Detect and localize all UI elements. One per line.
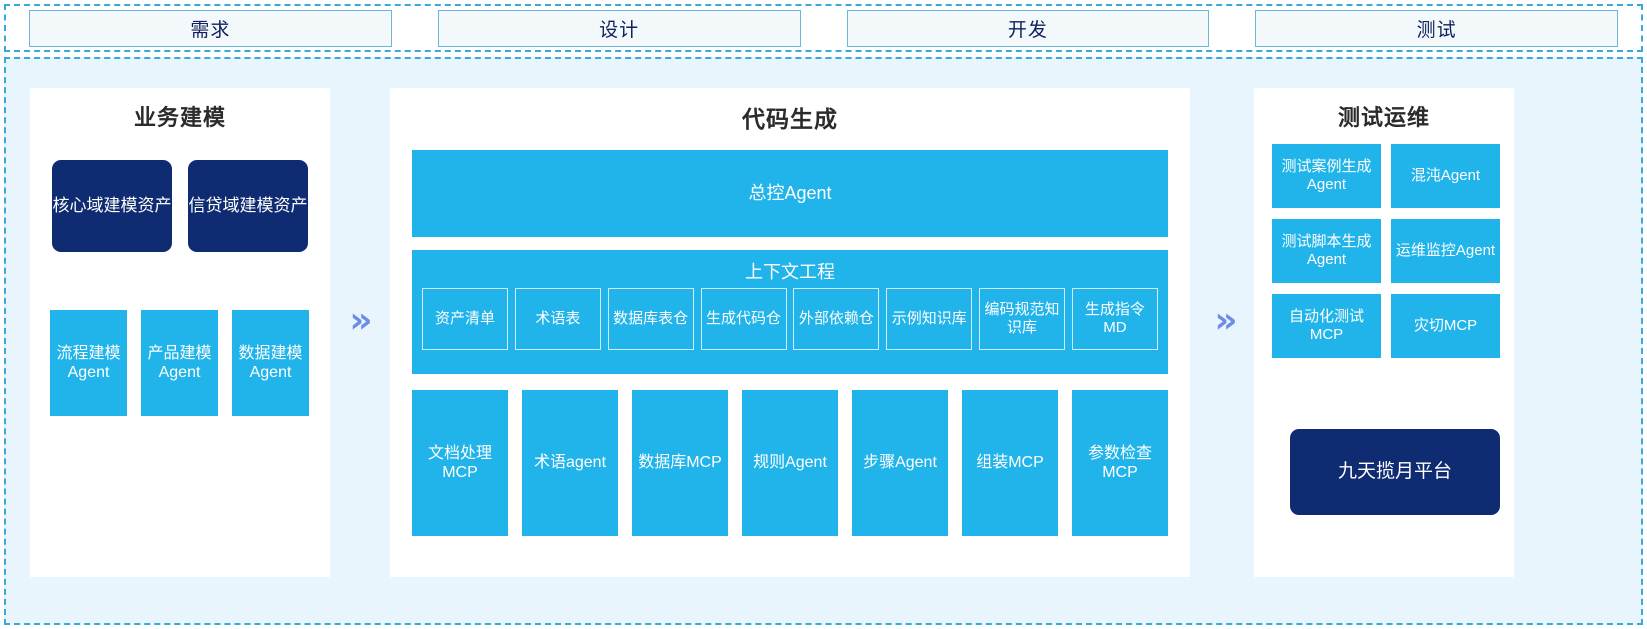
tool-label: 规则Agent bbox=[753, 454, 827, 472]
tool-label: 组装MCP bbox=[976, 454, 1044, 472]
context-item-label: 编码规范知识库 bbox=[984, 301, 1060, 336]
tool-rule-agent[interactable]: 规则Agent bbox=[742, 390, 838, 536]
phase-label: 测试 bbox=[1416, 19, 1457, 41]
test-ops-label: 混沌Agent bbox=[1410, 167, 1481, 184]
tool-label: 参数检查MCP bbox=[1087, 444, 1152, 481]
tool-step-agent[interactable]: 步骤Agent bbox=[852, 390, 948, 536]
disaster-switch-mcp[interactable]: 灾切MCP bbox=[1391, 294, 1500, 358]
panel-business-modeling: 业务建模 核心域建模资产 信贷域建模资产 流程建模Agent 产品建模Agent… bbox=[30, 88, 330, 577]
chevron-right-icon-2: » bbox=[1214, 300, 1238, 341]
context-item-label: 数据库表仓 bbox=[613, 310, 689, 328]
business-agent-group: 流程建模Agent 产品建模Agent 数据建模Agent bbox=[50, 310, 309, 416]
context-item-generated-code-repo[interactable]: 生成代码仓 bbox=[700, 288, 787, 350]
tool-assembly-mcp[interactable]: 组装MCP bbox=[962, 390, 1058, 536]
master-agent-label: 总控Agent bbox=[748, 182, 832, 203]
chevron-right-icon-1: » bbox=[349, 300, 373, 341]
phase-label: 开发 bbox=[1007, 19, 1048, 41]
test-ops-label: 测试案例生成Agent bbox=[1281, 158, 1372, 193]
operations-monitoring-agent[interactable]: 运维监控Agent bbox=[1391, 219, 1500, 283]
test-case-generation-agent[interactable]: 测试案例生成Agent bbox=[1272, 144, 1381, 208]
test-ops-label: 自动化测试MCP bbox=[1288, 308, 1364, 343]
context-item-external-dependency-repo[interactable]: 外部依赖仓 bbox=[793, 288, 880, 350]
tool-glossary-agent[interactable]: 术语agent bbox=[522, 390, 618, 536]
agent-data-modeling[interactable]: 数据建模Agent bbox=[232, 310, 309, 416]
panel-code-generation: 代码生成 总控Agent 上下文工程 资产清单 术语表 数据库表仓 bbox=[390, 88, 1190, 577]
context-item-example-knowledge-base[interactable]: 示例知识库 bbox=[886, 288, 973, 350]
tool-label: 术语agent bbox=[533, 454, 607, 472]
phase-label: 设计 bbox=[599, 19, 640, 41]
context-item-label: 生成代码仓 bbox=[706, 310, 782, 328]
asset-core-domain[interactable]: 核心域建模资产 bbox=[52, 160, 172, 252]
context-item-label: 术语表 bbox=[535, 310, 581, 328]
context-item-asset-list[interactable]: 资产清单 bbox=[422, 288, 508, 350]
business-asset-group: 核心域建模资产 信贷域建模资产 bbox=[52, 160, 308, 252]
panel-title-code-generation: 代码生成 bbox=[742, 106, 838, 132]
panel-title-business-modeling: 业务建模 bbox=[133, 105, 226, 130]
context-item-label: 示例知识库 bbox=[891, 310, 967, 328]
context-item-label: 外部依赖仓 bbox=[798, 310, 874, 328]
agent-process-modeling[interactable]: 流程建模Agent bbox=[50, 310, 127, 416]
context-item-db-table-repo[interactable]: 数据库表仓 bbox=[607, 288, 694, 350]
phase-item-requirements[interactable]: 需求 bbox=[29, 9, 392, 47]
test-ops-label: 运维监控Agent bbox=[1395, 242, 1496, 259]
tool-label: 数据库MCP bbox=[638, 454, 722, 472]
master-control-agent[interactable]: 总控Agent bbox=[412, 150, 1168, 237]
asset-label: 核心域建模资产 bbox=[52, 195, 172, 215]
tool-row: 文档处理MCP 术语agent 数据库MCP 规则Agent 步骤Agent 组… bbox=[412, 390, 1168, 536]
tool-parameter-check-mcp[interactable]: 参数检查MCP bbox=[1072, 390, 1168, 536]
tool-document-processing-mcp[interactable]: 文档处理MCP bbox=[412, 390, 508, 536]
tool-database-mcp[interactable]: 数据库MCP bbox=[632, 390, 728, 536]
asset-credit-domain[interactable]: 信贷域建模资产 bbox=[188, 160, 308, 252]
platform-label: 九天揽月平台 bbox=[1337, 460, 1452, 482]
agent-product-modeling[interactable]: 产品建模Agent bbox=[141, 310, 218, 416]
context-engineering-title: 上下文工程 bbox=[745, 262, 835, 282]
phase-bar: 需求 设计 开发 测试 bbox=[4, 4, 1643, 52]
context-item-label: 资产清单 bbox=[434, 310, 495, 328]
chaos-agent[interactable]: 混沌Agent bbox=[1391, 144, 1500, 208]
architecture-container: 业务建模 核心域建模资产 信贷域建模资产 流程建模Agent 产品建模Agent… bbox=[4, 57, 1643, 625]
context-item-row: 资产清单 术语表 数据库表仓 生成代码仓 外部依赖仓 示例知 bbox=[412, 288, 1168, 350]
automated-test-mcp[interactable]: 自动化测试MCP bbox=[1272, 294, 1381, 358]
context-item-glossary[interactable]: 术语表 bbox=[514, 288, 601, 350]
phase-item-testing[interactable]: 测试 bbox=[1255, 9, 1618, 47]
context-item-label: 生成指令MD bbox=[1084, 301, 1145, 336]
panel-test-operations: 测试运维 测试案例生成Agent 混沌Agent 测试脚本生成Agent 运维监… bbox=[1254, 88, 1514, 577]
phase-label: 需求 bbox=[190, 19, 231, 41]
test-ops-label: 灾切MCP bbox=[1413, 317, 1478, 334]
phase-item-design[interactable]: 设计 bbox=[437, 9, 801, 47]
context-item-generation-instruction-md[interactable]: 生成指令MD bbox=[1071, 288, 1158, 350]
test-ops-label: 测试脚本生成Agent bbox=[1281, 233, 1372, 268]
test-script-generation-agent[interactable]: 测试脚本生成Agent bbox=[1272, 219, 1381, 283]
asset-label: 信贷域建模资产 bbox=[188, 195, 308, 215]
context-item-coding-standard-knowledge-base[interactable]: 编码规范知识库 bbox=[979, 288, 1066, 350]
tool-label: 步骤Agent bbox=[863, 454, 937, 472]
agent-label: 产品建模Agent bbox=[147, 344, 212, 381]
platform-jiutian-lanyue[interactable]: 九天揽月平台 bbox=[1290, 429, 1500, 515]
tool-label: 文档处理MCP bbox=[427, 444, 492, 481]
agent-label: 数据建模Agent bbox=[238, 344, 303, 381]
agent-label: 流程建模Agent bbox=[56, 344, 121, 381]
phase-item-development[interactable]: 开发 bbox=[846, 9, 1210, 47]
test-ops-grid: 测试案例生成Agent 混沌Agent 测试脚本生成Agent 运维监控Agen… bbox=[1272, 144, 1500, 358]
context-engineering-block: 上下文工程 资产清单 术语表 数据库表仓 生成代码仓 外部依赖仓 bbox=[412, 250, 1168, 374]
panel-title-test-operations: 测试运维 bbox=[1337, 105, 1430, 130]
